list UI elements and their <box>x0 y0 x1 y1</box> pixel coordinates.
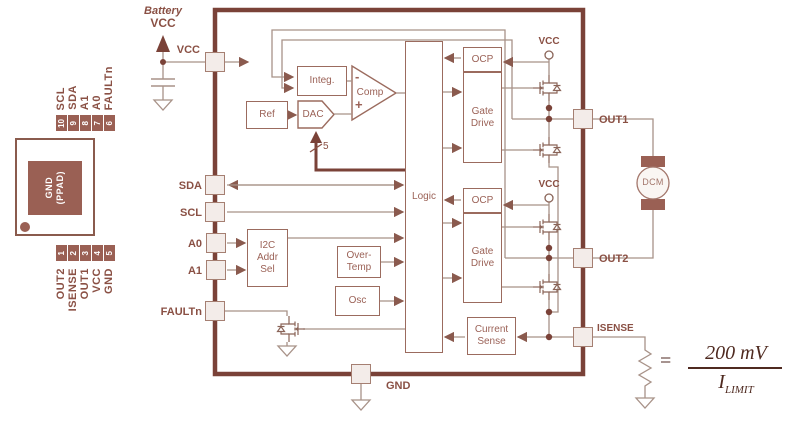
package-pin-number: 8 <box>80 115 91 131</box>
internal-wires <box>225 29 654 400</box>
out1-label: OUT1 <box>599 114 629 126</box>
package-pin-number: 2 <box>68 245 79 261</box>
package-pin-label: ISENSE <box>67 268 79 312</box>
pin1-marker <box>20 222 30 232</box>
ground-icon <box>277 345 297 357</box>
formula-numerator: 200 mV <box>705 342 767 364</box>
gnd-label: GND <box>386 380 411 392</box>
battery-label: Battery <box>144 5 182 17</box>
block-ocp-bottom: OCP <box>463 188 502 213</box>
package-pin-label: OUT1 <box>79 268 91 300</box>
pin-faultn <box>205 301 225 321</box>
faultn-label: FAULTn <box>160 306 202 318</box>
out2-label: OUT2 <box>599 253 629 265</box>
package-pin-label: FAULTn <box>103 65 115 110</box>
block-integrator: Integ. <box>297 66 347 96</box>
battery-circuit <box>151 35 205 100</box>
scl-label: SCL <box>180 207 202 219</box>
chip-boundary <box>212 7 586 377</box>
pin-a0 <box>206 233 226 253</box>
dac-label: DAC <box>302 109 324 120</box>
pin-out1 <box>573 109 593 129</box>
package-pin-label: A0 <box>91 94 103 110</box>
dac-symbol <box>297 100 335 129</box>
block-current-sense: Current Sense <box>467 317 516 355</box>
dc-motor-label: DCM <box>642 177 664 187</box>
block-i2c-addr-sel: I2C Addr Sel <box>247 229 288 287</box>
pin-scl <box>205 202 225 222</box>
sda-label: SDA <box>178 180 202 192</box>
vcc-net-label: VCC <box>176 44 200 56</box>
block-logic: Logic <box>405 41 443 353</box>
mosfet-low-side-2 <box>532 273 562 301</box>
block-gate-drive-top: Gate Drive <box>463 72 502 163</box>
dac-bus <box>309 131 405 172</box>
ground-icon <box>635 397 655 409</box>
package-pin-number: 10 <box>56 115 67 131</box>
ground-icon <box>153 99 173 111</box>
formula-equals: = <box>660 350 672 372</box>
vcc-supply-label-bottom: VCC <box>538 179 560 190</box>
a1-label: A1 <box>187 265 202 277</box>
dac-bus-width-label: 5 <box>323 141 329 152</box>
pin-isense <box>573 327 593 347</box>
block-reference: Ref <box>246 101 288 129</box>
package-pin-number: 3 <box>80 245 91 261</box>
block-over-temp: Over- Temp <box>337 246 381 278</box>
dc-motor-symbol <box>636 156 670 210</box>
pin-a1 <box>206 260 226 280</box>
package-pin-label: A1 <box>79 94 91 110</box>
package-pin-number: 1 <box>56 245 67 261</box>
block-ocp-top: OCP <box>463 47 502 72</box>
junction-dots <box>545 104 553 341</box>
pin-gnd <box>351 364 371 384</box>
comparator-label: Comp <box>356 87 384 98</box>
package-pin-number: 7 <box>92 115 103 131</box>
vcc-node-bottom <box>544 193 554 203</box>
package-pin-label: GND <box>103 268 115 294</box>
mosfet-high-side-2 <box>532 213 562 241</box>
package-pin-number: 6 <box>104 115 115 131</box>
package-pin-label: SCL <box>55 86 67 111</box>
isense-label: ISENSE <box>597 323 634 334</box>
mosfet-high-side-1 <box>532 74 562 102</box>
ground-icon <box>351 399 371 411</box>
pin-sda <box>205 175 225 195</box>
a0-label: A0 <box>187 238 202 250</box>
mosfet-low-side-1 <box>532 136 562 164</box>
pin-out2 <box>573 248 593 268</box>
battery-arrow-icon <box>156 35 170 52</box>
block-gate-drive-bottom: Gate Drive <box>463 213 502 303</box>
block-osc: Osc <box>335 286 380 316</box>
formula-denominator-subscript: LIMIT <box>724 384 754 396</box>
comparator-symbol <box>351 64 398 122</box>
package-pin-label: VCC <box>91 268 103 293</box>
comparator-minus: - <box>355 69 360 84</box>
battery-vcc-label: VCC <box>150 16 176 30</box>
pin-vcc <box>205 52 225 72</box>
thermal-pad-label: GND (PPAD) <box>44 171 65 205</box>
mosfet-faultn-open-drain <box>276 315 306 343</box>
package-pin-number: 5 <box>104 245 115 261</box>
vcc-supply-label-top: VCC <box>538 36 560 47</box>
formula-fraction-bar <box>688 367 782 369</box>
comparator-plus: + <box>355 97 363 112</box>
package-pin-number: 4 <box>92 245 103 261</box>
formula-denominator: ILIMIT <box>718 371 754 396</box>
vcc-node-top <box>544 50 554 60</box>
package-thermal-pad: GND (PPAD) <box>28 161 82 215</box>
package-pin-label: SDA <box>67 85 79 110</box>
package-pin-number: 9 <box>68 115 79 131</box>
package-pin-label: OUT2 <box>55 268 67 300</box>
